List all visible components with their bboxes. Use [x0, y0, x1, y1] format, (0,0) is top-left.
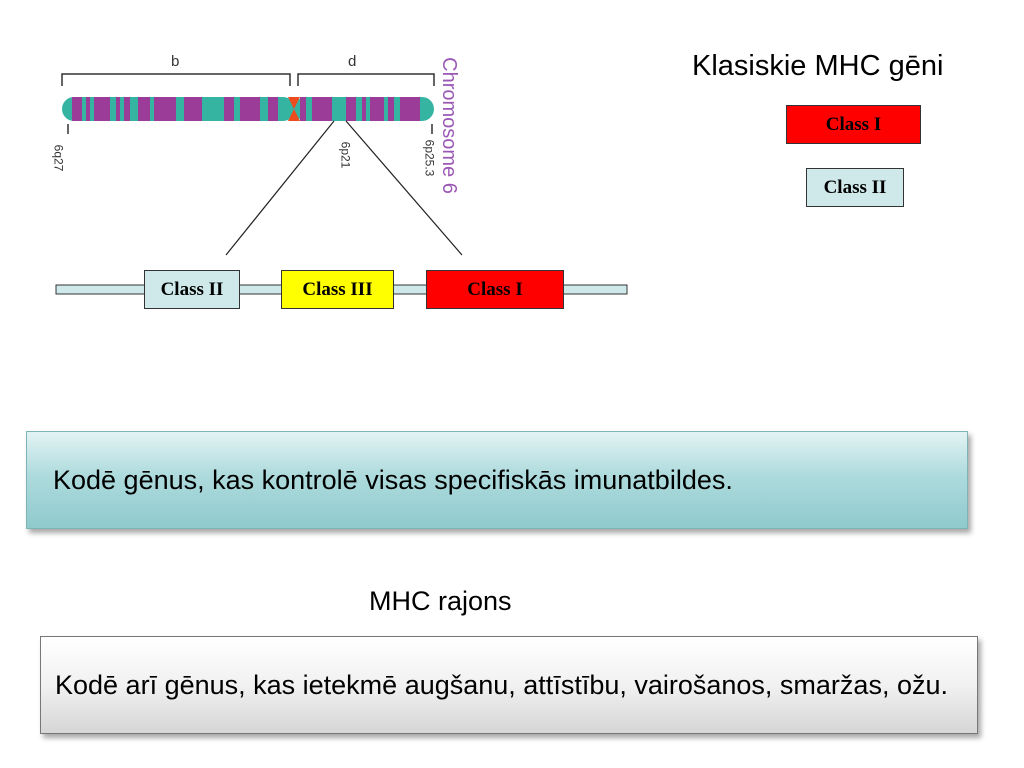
description-text-1: Kodē gēnus, kas kontrolē visas specifisk…	[53, 464, 733, 495]
description-box-2: Kodē arī gēnus, kas ietekmē augšanu, att…	[40, 636, 978, 734]
label-6p21: 6p21	[338, 141, 353, 169]
connector-right	[345, 120, 463, 256]
chromosome-bands	[72, 97, 420, 121]
description-text-2: Kodē arī gēnus, kas ietekmē augšanu, att…	[55, 670, 948, 700]
label-q-arm: q	[171, 54, 180, 71]
gene-box-class-ii: Class II	[144, 270, 240, 309]
legend-class-i: Class I	[786, 105, 921, 144]
p-arm-bracket	[297, 73, 435, 86]
legend-title: Klasiskie MHC gēni	[692, 50, 944, 82]
chromosome-title: Chromosome 6	[437, 57, 460, 194]
legend-class-ii: Class II	[806, 168, 904, 207]
centromere	[288, 97, 300, 121]
gene-box-class-iii: Class III	[281, 270, 394, 309]
label-p-arm: p	[348, 54, 357, 71]
gene-box-class-i: Class I	[426, 270, 564, 309]
q-arm-bracket	[61, 73, 291, 86]
region-label: MHC rajons	[369, 586, 512, 616]
label-6q27: 6q27	[51, 144, 66, 172]
chromosome-q-arm	[62, 97, 295, 121]
connector-left	[225, 120, 335, 256]
description-box-1: Kodē gēnus, kas kontrolē visas specifisk…	[26, 431, 968, 529]
label-6p25-3: 6p25.3	[422, 139, 437, 177]
